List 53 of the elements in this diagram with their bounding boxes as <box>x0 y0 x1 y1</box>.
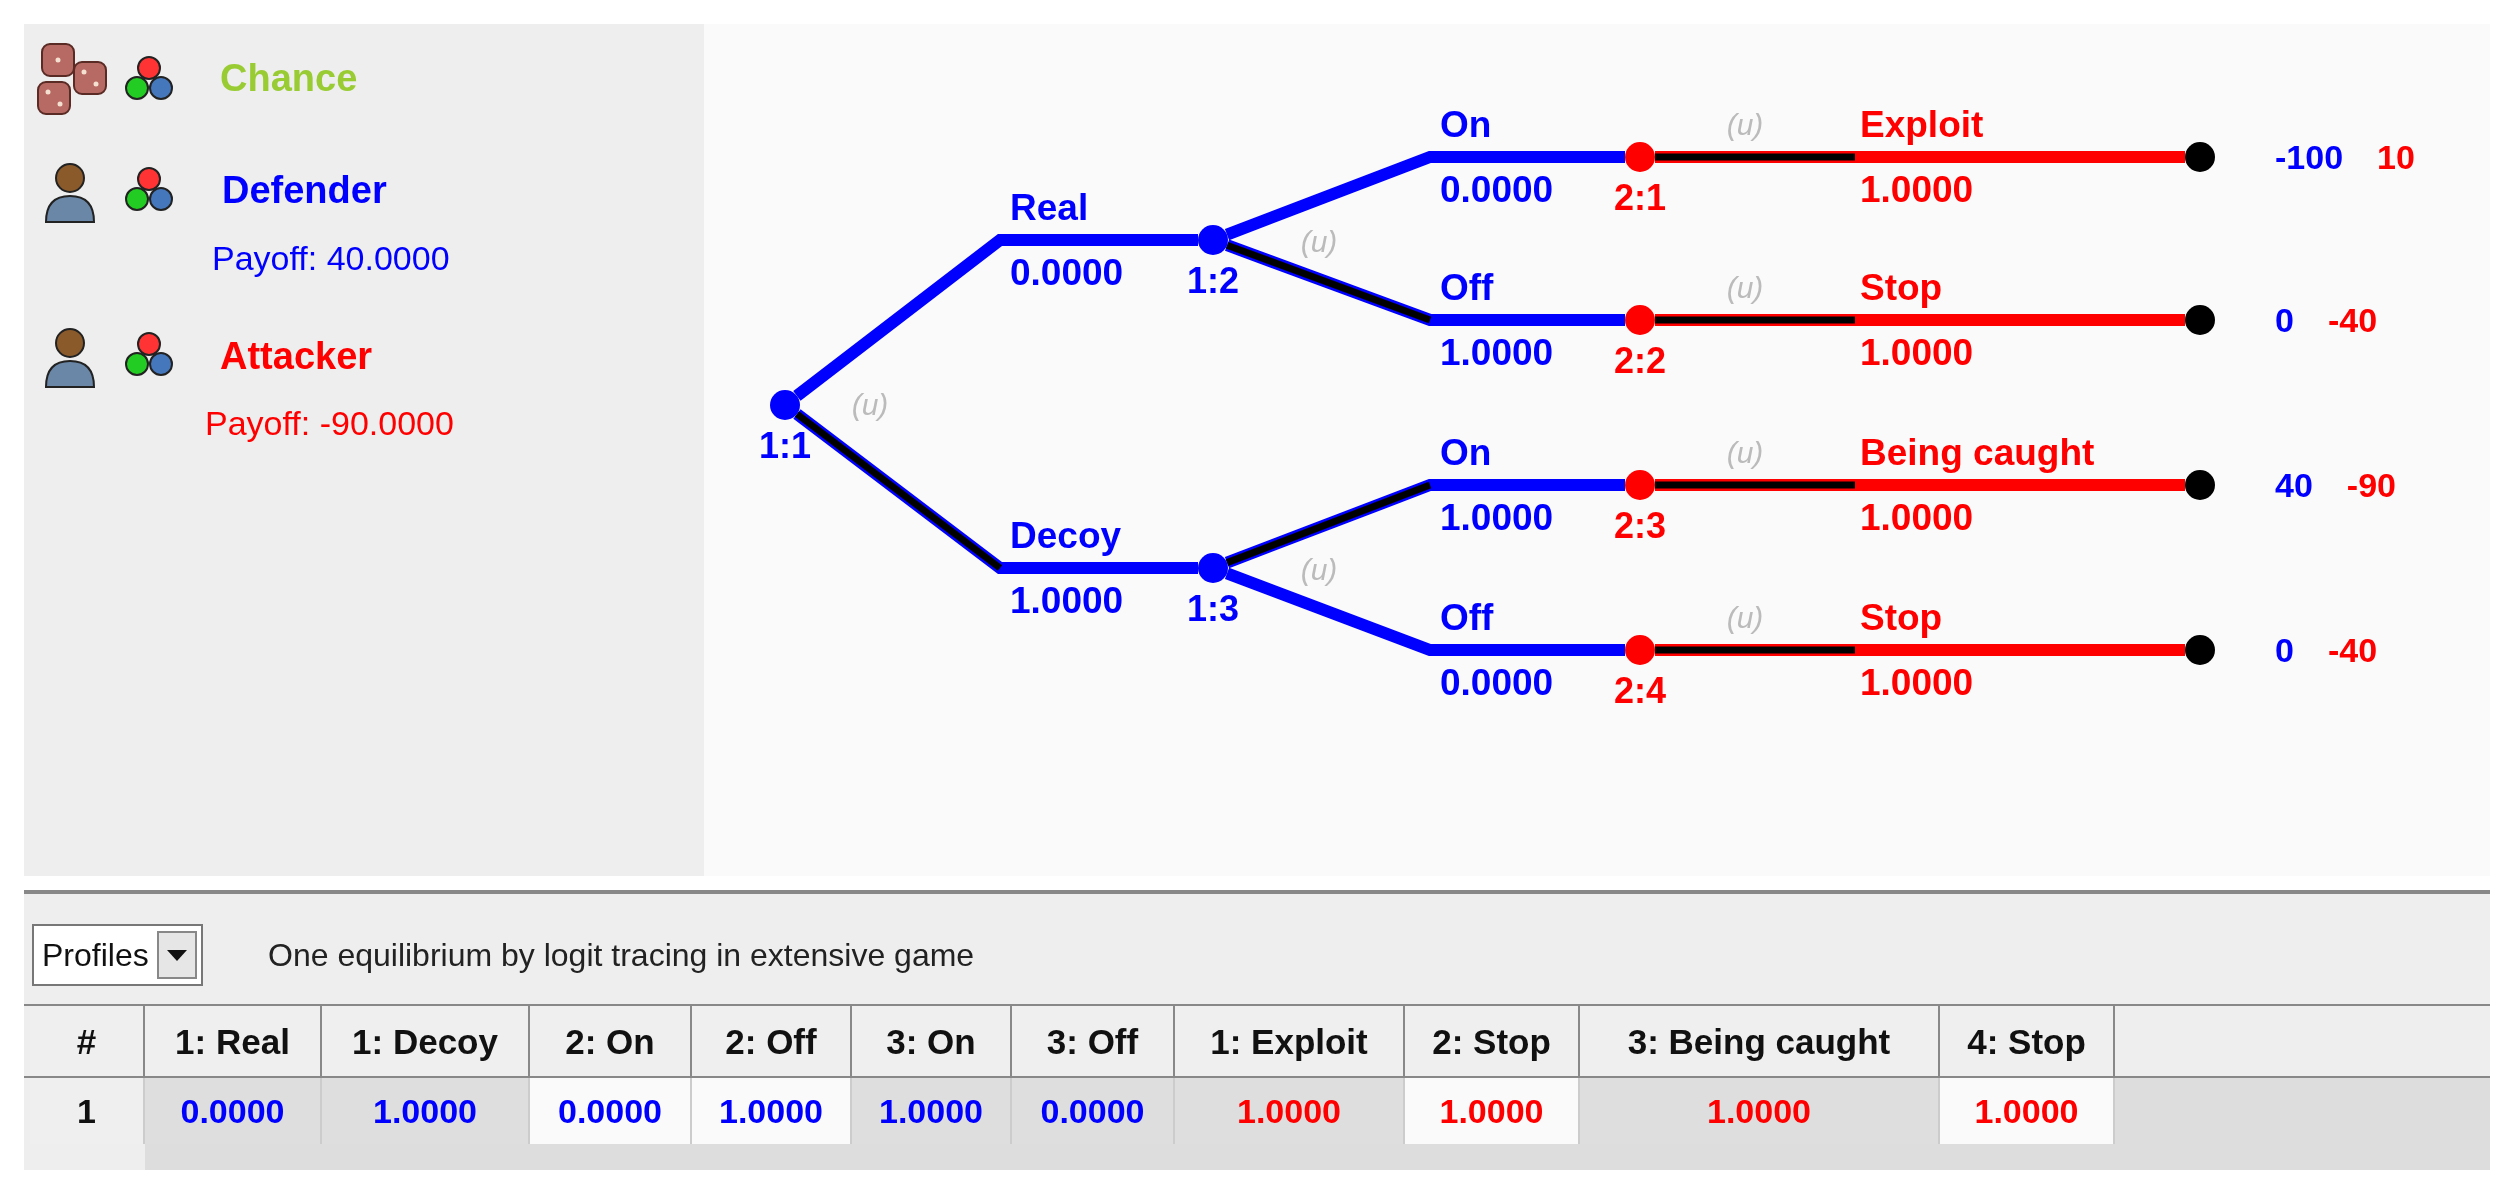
table-cell: 1.0000 <box>1405 1078 1580 1144</box>
action-label: Off <box>1440 599 1494 636</box>
node-label: 2:4 <box>1614 673 1666 709</box>
payoff-value: 0 <box>2275 633 2294 667</box>
unreached-mark: (u) <box>1726 603 1764 633</box>
probability-label: 0.0000 <box>1440 171 1554 208</box>
node-label: 1:3 <box>1187 591 1239 627</box>
probability-label: 1.0000 <box>1440 334 1554 371</box>
player-name: Defender <box>222 171 387 209</box>
probability-label: 1.0000 <box>1860 334 1974 371</box>
payoff-value: 40 <box>2275 468 2313 502</box>
unreached-mark: (u) <box>1300 555 1338 585</box>
action-label: Being caught <box>1860 434 2095 471</box>
probability-label: 0.0000 <box>1440 664 1554 701</box>
action-label: On <box>1440 434 1492 471</box>
probability-label: 1.0000 <box>1860 171 1974 208</box>
unreached-mark: (u) <box>1300 227 1338 257</box>
probability-label: 1.0000 <box>1440 499 1554 536</box>
node-label: 1:2 <box>1187 263 1239 299</box>
action-label: Exploit <box>1860 106 1984 143</box>
action-label: Decoy <box>1010 517 1122 554</box>
action-label: On <box>1440 106 1492 143</box>
unreached-mark: (u) <box>1726 110 1764 140</box>
profiles-select: Profiles <box>32 924 203 986</box>
node-label: 2:3 <box>1614 508 1666 544</box>
payoff-value: -90 <box>2346 468 2396 502</box>
unreached-mark: (u) <box>1726 438 1764 468</box>
payoff-value: 10 <box>2377 140 2415 174</box>
table-cell: 0.0000 <box>530 1078 692 1144</box>
probability-label: 0.0000 <box>1010 254 1124 291</box>
player-name: Attacker <box>220 337 373 375</box>
probability-label: 1.0000 <box>1010 582 1124 619</box>
payoff-value: 0 <box>2275 303 2294 337</box>
unreached-mark: (u) <box>1726 273 1764 303</box>
action-label: Stop <box>1860 269 1943 306</box>
payoff-value: -100 <box>2275 140 2344 174</box>
unreached-mark: (u) <box>851 390 889 420</box>
status-text: One equilibrium by logit tracing in extensive game <box>268 939 975 971</box>
action-label: Stop <box>1860 599 1943 636</box>
probability-label: 1.0000 <box>1860 499 1974 536</box>
node-label: 2:1 <box>1614 180 1666 216</box>
node-label: 1:1 <box>759 428 811 464</box>
action-label: Off <box>1440 269 1494 306</box>
payoff-value: -40 <box>2327 303 2378 337</box>
player-name: Chance <box>220 59 358 97</box>
payoff-value: -40 <box>2327 633 2378 667</box>
payoff-text: Payoff: 40.0000 <box>212 241 450 275</box>
node-label: 2:2 <box>1614 343 1666 379</box>
table-cell: 1.0000 <box>692 1078 852 1144</box>
payoff-text: Payoff: -90.0000 <box>205 406 454 440</box>
action-label: Real <box>1010 189 1089 226</box>
table-cell: 1.0000 <box>1940 1078 2115 1144</box>
probability-label: 1.0000 <box>1860 664 1974 701</box>
